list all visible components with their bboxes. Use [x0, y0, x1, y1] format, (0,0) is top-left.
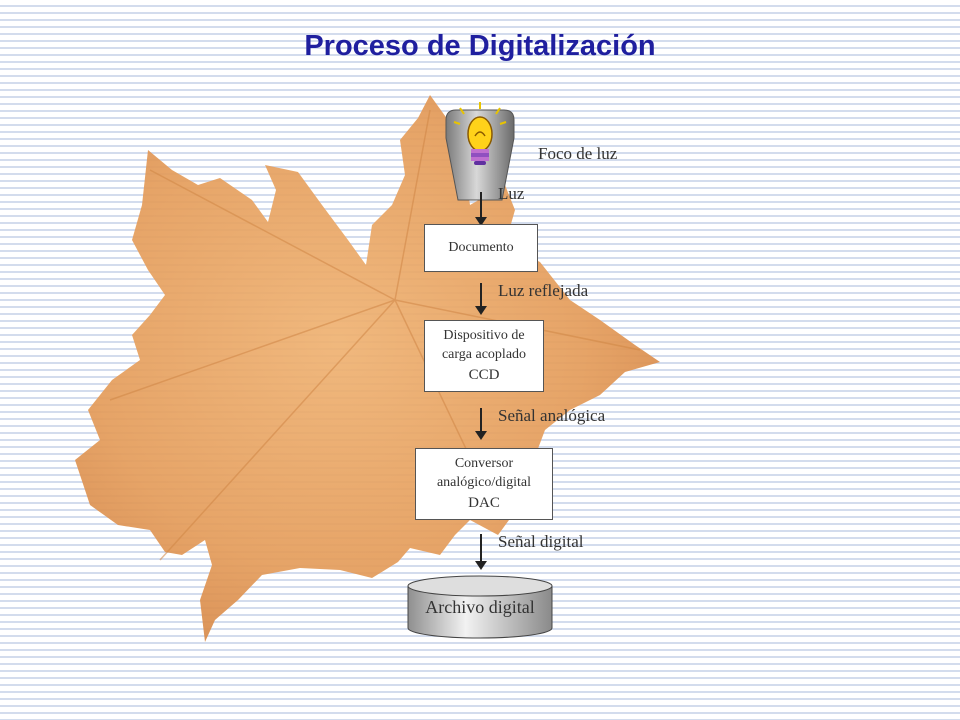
light-label: Luz: [498, 184, 525, 203]
arrow-ccd-to-dac: [475, 408, 487, 440]
storage-cylinder-icon: [407, 575, 553, 639]
ccd-label-line-3: CCD: [468, 366, 500, 383]
digital-file-label: Archivo digital: [425, 597, 535, 617]
analog-signal-label: Señal analógica: [498, 406, 606, 425]
dac-label-line-2: analógico/digital: [436, 474, 532, 490]
dac-label-line-3: DAC: [468, 494, 500, 511]
light-bulb-icon: [445, 102, 515, 201]
page-title: Proceso de Digitalización: [304, 30, 656, 62]
digital-signal-label: Señal digital: [498, 532, 584, 551]
ccd-label-line-2: carga acoplado: [441, 346, 527, 362]
ccd-box: Dispositivo de carga acoplado CCD: [424, 320, 544, 392]
document-box: Documento: [424, 224, 538, 272]
dac-label-line-1: Conversor: [454, 455, 514, 471]
arrow-dac-to-file: [475, 534, 487, 570]
ccd-label-line-1: Dispositivo de: [443, 327, 525, 343]
arrow-document-to-ccd: [475, 283, 487, 315]
dac-box: Conversor analógico/digital DAC: [415, 448, 553, 520]
reflected-light-label: Luz reflejada: [498, 281, 589, 300]
arrow-light-to-document: [475, 192, 487, 226]
light-source-label: Foco de luz: [538, 144, 618, 163]
document-label: Documento: [448, 239, 514, 255]
